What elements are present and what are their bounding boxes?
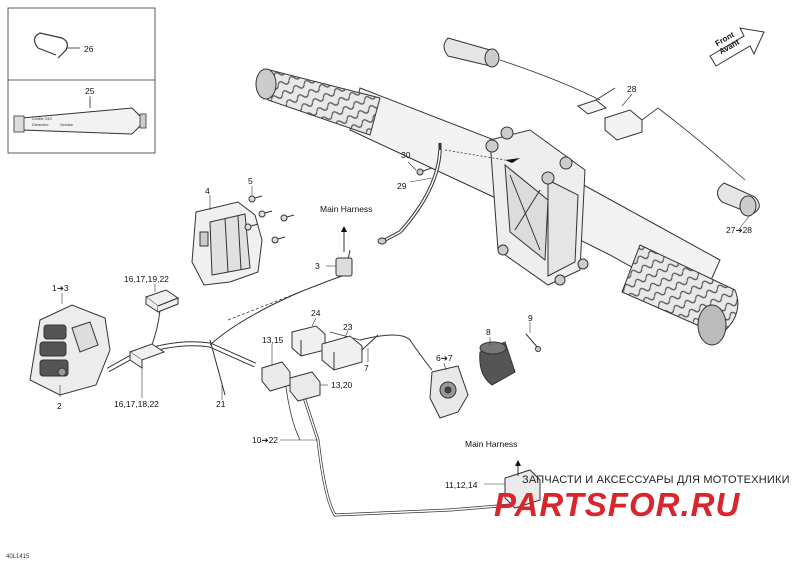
label-24: 24 <box>311 308 321 318</box>
label-8: 8 <box>486 327 491 337</box>
label-23: 23 <box>343 322 353 332</box>
connector-part-11 <box>504 460 541 509</box>
label-5: 5 <box>248 176 253 186</box>
tube-label-c: Grease <box>60 122 74 127</box>
label-7: 7 <box>364 363 369 373</box>
label-6-7: 6➔7 <box>436 353 453 363</box>
watermark-logo: PARTSFOR.RU <box>494 486 741 523</box>
pin-part-9 <box>525 333 541 352</box>
connector-part-24 <box>291 325 326 357</box>
tube-label-a: Loctite 243 <box>32 116 52 121</box>
label-3: 3 <box>315 261 320 271</box>
grease-tube-part-25: Loctite 243 Dielectric Grease <box>13 98 147 135</box>
inset-box: Loctite 243 Dielectric Grease <box>7 7 156 154</box>
label-10-22: 10➔22 <box>252 435 279 445</box>
connector-part-23 <box>321 334 379 371</box>
switch-assembly-part-1 <box>29 304 111 396</box>
label-11-12-14: 11,12,14 <box>445 480 478 490</box>
cap-part-8 <box>479 341 516 386</box>
label-4: 4 <box>205 186 210 196</box>
connector-part-16-a <box>144 289 180 313</box>
main-harness-label-bottom: Main Harness <box>465 439 518 449</box>
cable-part-29 <box>377 143 520 245</box>
label-16-17-19-22: 16,17,19,22 <box>124 274 169 284</box>
screw-part-30 <box>416 167 433 176</box>
leader-lines <box>59 47 751 485</box>
connector-part-3 <box>335 226 353 277</box>
connector-part-13-a <box>261 361 291 392</box>
label-16-17-18-22: 16,17,18,22 <box>114 399 159 409</box>
connector-part-13-b <box>289 371 321 402</box>
label-9: 9 <box>528 313 533 323</box>
screws-part-5 <box>244 195 295 244</box>
label-25: 25 <box>85 86 95 96</box>
connector-part-16-b <box>128 343 166 369</box>
label-13-15: 13,15 <box>262 335 284 345</box>
throttle-grip-part-27 <box>443 37 760 217</box>
label-27-28: 27➔28 <box>726 225 753 235</box>
handlebar-riser <box>485 126 589 286</box>
watermark-tagline: ЗАПЧАСТИ И АКСЕССУАРЫ ДЛЯ МОТОТЕХНИКИ <box>522 474 790 486</box>
main-harness-label-top: Main Harness <box>320 204 373 214</box>
switch-housing-part-4 <box>191 201 263 286</box>
label-21: 21 <box>216 399 226 409</box>
label-1-3: 1➔3 <box>52 283 69 293</box>
label-28: 28 <box>627 84 637 94</box>
tube-label-b: Dielectric <box>32 122 48 127</box>
switch-part-6 <box>429 365 469 419</box>
label-2: 2 <box>57 401 62 411</box>
label-26: 26 <box>84 44 94 54</box>
front-arrow-icon <box>709 27 765 67</box>
label-30: 30 <box>401 150 411 160</box>
diagram-code: 40L1415 <box>6 554 30 560</box>
label-13-20: 13,20 <box>331 380 353 390</box>
connectors-part-28 <box>576 87 746 181</box>
label-29: 29 <box>397 181 407 191</box>
